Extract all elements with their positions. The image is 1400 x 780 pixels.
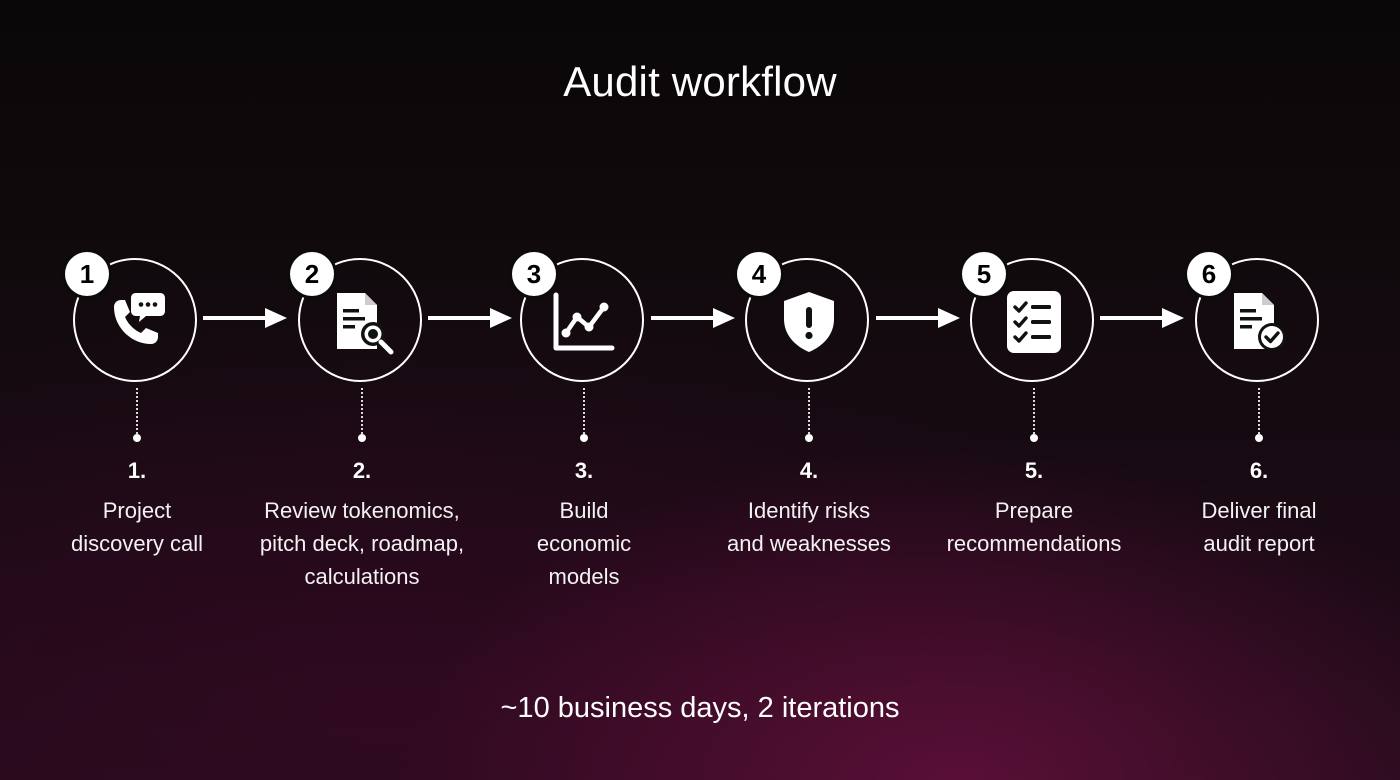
step-description-line: calculations xyxy=(304,564,420,589)
step-description-line: economic xyxy=(536,531,632,556)
step-circle xyxy=(73,258,197,382)
step-description-line: models xyxy=(548,564,620,589)
connector-line xyxy=(1258,388,1260,434)
step-description-line: and weaknesses xyxy=(727,531,891,556)
connector-dot xyxy=(805,434,813,442)
checklist-icon xyxy=(1007,291,1061,353)
line-chart-icon xyxy=(553,292,615,351)
shield-alert-icon xyxy=(784,292,834,352)
connector-dot xyxy=(1255,434,1263,442)
document-check-icon xyxy=(1234,293,1286,351)
phone-chat-icon xyxy=(114,293,165,344)
step-description-line: recommendations xyxy=(946,531,1122,556)
step-circle xyxy=(520,258,644,382)
step-description-line: Prepare xyxy=(994,498,1074,523)
connector-line xyxy=(583,388,585,434)
step-number: 6. xyxy=(1249,458,1269,483)
step-description: Build economic models xyxy=(459,494,709,593)
step-badge: 4 xyxy=(737,252,781,296)
step-description: Identify risks and weaknesses xyxy=(684,494,934,560)
step-circle xyxy=(298,258,422,382)
duration-summary: ~10 business days, 2 iterations xyxy=(500,692,900,724)
document-search-icon xyxy=(337,293,394,355)
step-description-line: Review tokenomics, xyxy=(264,498,460,523)
step-badge: 6 xyxy=(1187,252,1231,296)
step-number: 4. xyxy=(799,458,819,483)
connector-dot xyxy=(1030,434,1038,442)
step-description-line: audit report xyxy=(1203,531,1315,556)
step-description: Review tokenomics, pitch deck, roadmap, … xyxy=(237,494,487,593)
step-description: Prepare recommendations xyxy=(909,494,1159,560)
step-description-line: discovery call xyxy=(70,531,204,556)
step-circle xyxy=(745,258,869,382)
step-number: 5. xyxy=(1024,458,1044,483)
arrow-icon xyxy=(876,308,960,328)
step-number: 2. xyxy=(352,458,372,483)
arrow-icon xyxy=(651,308,735,328)
connector-dot xyxy=(580,434,588,442)
step-description-line: Identify risks xyxy=(747,498,871,523)
step-description-line: Build xyxy=(559,498,609,523)
connector-line xyxy=(1033,388,1035,434)
step-circle xyxy=(970,258,1094,382)
arrow-icon xyxy=(1100,308,1184,328)
step-description-line: pitch deck, roadmap, xyxy=(259,531,465,556)
connector-dot xyxy=(358,434,366,442)
connector-line xyxy=(361,388,363,434)
step-description: Deliver final audit report xyxy=(1134,494,1384,560)
step-badge: 3 xyxy=(512,252,556,296)
arrow-icon xyxy=(203,308,287,328)
step-description-line: Project xyxy=(102,498,172,523)
step-description: Project discovery call xyxy=(12,494,262,560)
connector-line xyxy=(136,388,138,434)
step-number: 3. xyxy=(574,458,594,483)
connector-dot xyxy=(133,434,141,442)
step-description-line: Deliver final xyxy=(1201,498,1317,523)
step-badge: 5 xyxy=(962,252,1006,296)
arrow-icon xyxy=(428,308,512,328)
step-badge: 1 xyxy=(65,252,109,296)
step-badge: 2 xyxy=(290,252,334,296)
page-title: Audit workflow xyxy=(563,58,837,105)
step-number: 1. xyxy=(127,458,147,483)
connector-line xyxy=(808,388,810,434)
step-circle xyxy=(1195,258,1319,382)
